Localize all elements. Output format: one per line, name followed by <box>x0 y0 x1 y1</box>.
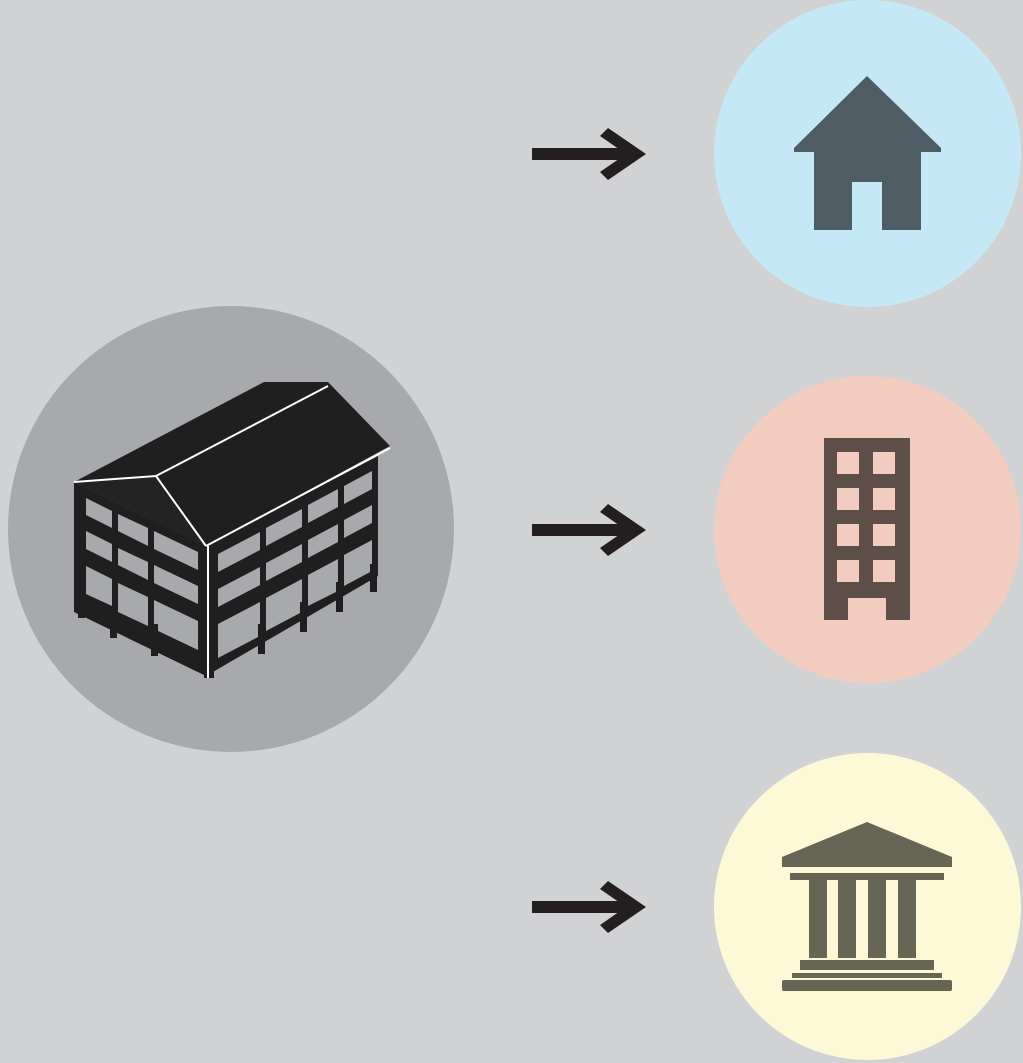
multi-storey-building-icon <box>8 306 454 752</box>
civic-building-circle <box>714 753 1021 1060</box>
house-circle <box>714 0 1021 307</box>
office-tower-icon <box>714 376 1021 683</box>
office-tower-circle <box>714 376 1021 683</box>
source-building-circle <box>8 306 454 752</box>
arrow-right-icon <box>532 504 646 556</box>
house-icon <box>714 0 1021 307</box>
civic-building-icon <box>714 753 1021 1060</box>
arrow-right-icon <box>532 881 646 933</box>
arrow-right-icon <box>532 128 646 180</box>
